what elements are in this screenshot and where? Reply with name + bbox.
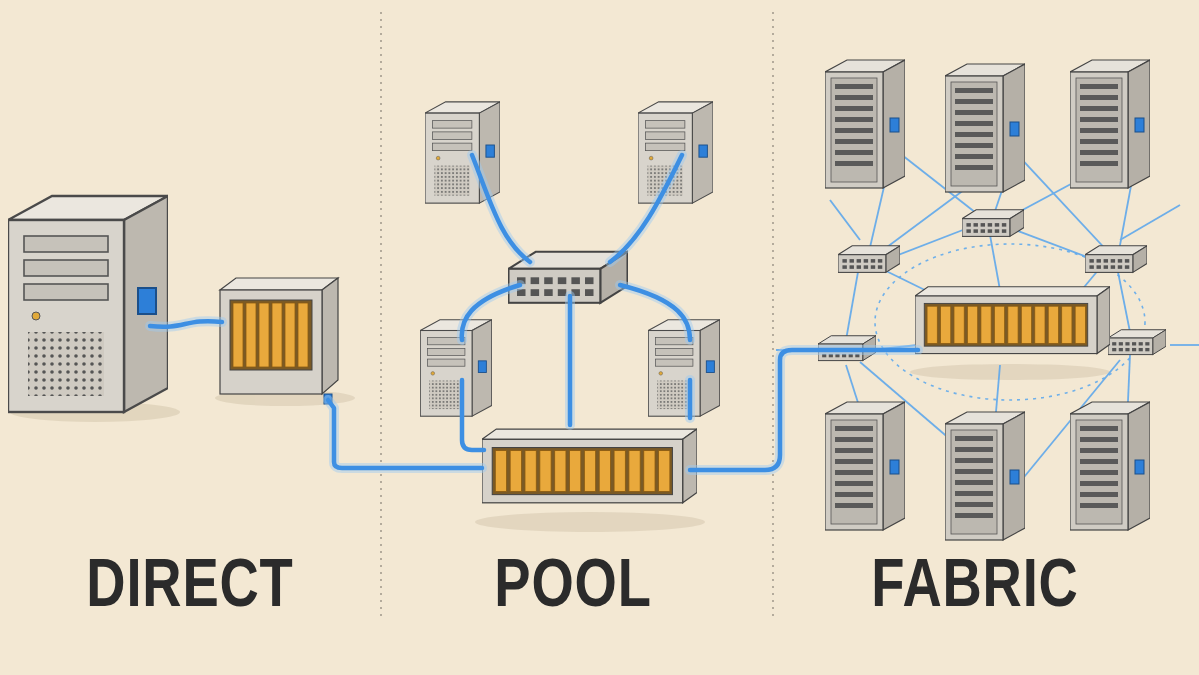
panel-label: POOL [494,548,651,616]
fabric-panel [776,60,1199,540]
pool-panel [420,102,719,503]
direct-panel [8,196,338,412]
cable [150,155,918,470]
panel-label: FABRIC [871,548,1078,616]
panel-divider [381,12,773,620]
direct-storage [220,278,338,404]
panel-label: DIRECT [86,548,293,616]
